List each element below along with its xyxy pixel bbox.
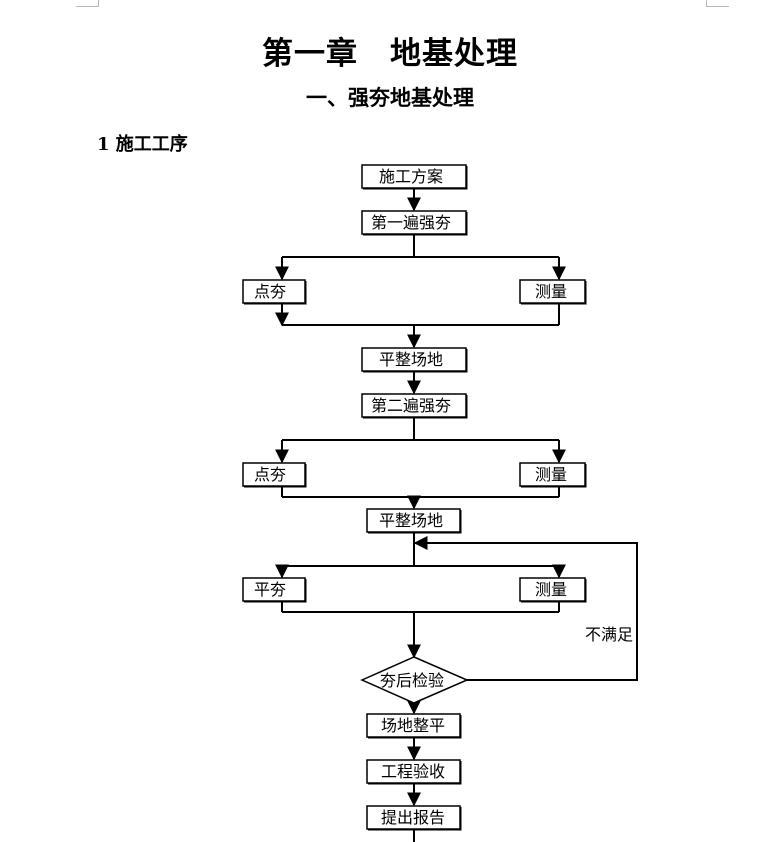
- box-point-tamp1: [242, 279, 306, 304]
- box-edge-shading: [244, 166, 587, 831]
- label-level1: 平整场地: [379, 350, 443, 369]
- margin-corner-left: [76, 0, 99, 7]
- label-inspect: 夯后检验: [380, 671, 444, 690]
- label-report: 提出报告: [381, 808, 445, 827]
- label-point-tamp1: 点夯: [254, 282, 286, 301]
- label-plan: 施工方案: [379, 167, 443, 186]
- connector-feedback-loop: [413, 536, 638, 681]
- label-flat-tamp: 平夯: [254, 580, 286, 599]
- label-survey1: 测量: [535, 282, 567, 301]
- box-flat-tamp: [242, 577, 306, 602]
- diamond-inspect: [360, 656, 469, 704]
- box-point-tamp2: [242, 462, 306, 487]
- box-level2: [366, 508, 461, 533]
- label-level2: 平整场地: [379, 511, 443, 530]
- flowchart-labels: 施工方案 第一遍强夯 点夯 测量 平整场地 第二遍强夯 点夯 测量 平整场地 平…: [254, 167, 633, 827]
- box-plan: [361, 164, 467, 189]
- label-survey3: 测量: [535, 580, 567, 599]
- box-report: [366, 805, 461, 830]
- box-survey2: [519, 462, 586, 487]
- box-tamp2: [361, 393, 467, 418]
- section-title: 一、强夯地基处理: [306, 86, 474, 110]
- label-tamp2: 第二遍强夯: [371, 396, 451, 415]
- box-survey1: [519, 279, 586, 304]
- box-acceptance: [366, 759, 461, 784]
- box-survey3: [519, 577, 586, 602]
- margin-corner-right: [706, 0, 729, 7]
- label-not-satisfied: 不满足: [585, 625, 633, 644]
- label-tamp1: 第一遍强夯: [371, 213, 451, 232]
- box-level1: [361, 347, 467, 372]
- flowchart-boxes: [242, 164, 586, 830]
- label-acceptance: 工程验收: [381, 762, 445, 781]
- box-tamp1: [361, 210, 467, 235]
- subsection-title: 1 施工工序: [97, 134, 188, 155]
- flowchart-connectors: [275, 188, 638, 842]
- label-site-level: 场地整平: [381, 716, 445, 735]
- box-site-level: [366, 713, 461, 738]
- label-survey2: 测量: [535, 465, 567, 484]
- chapter-title: 第一章 地基处理: [262, 36, 518, 72]
- label-point-tamp2: 点夯: [254, 465, 286, 484]
